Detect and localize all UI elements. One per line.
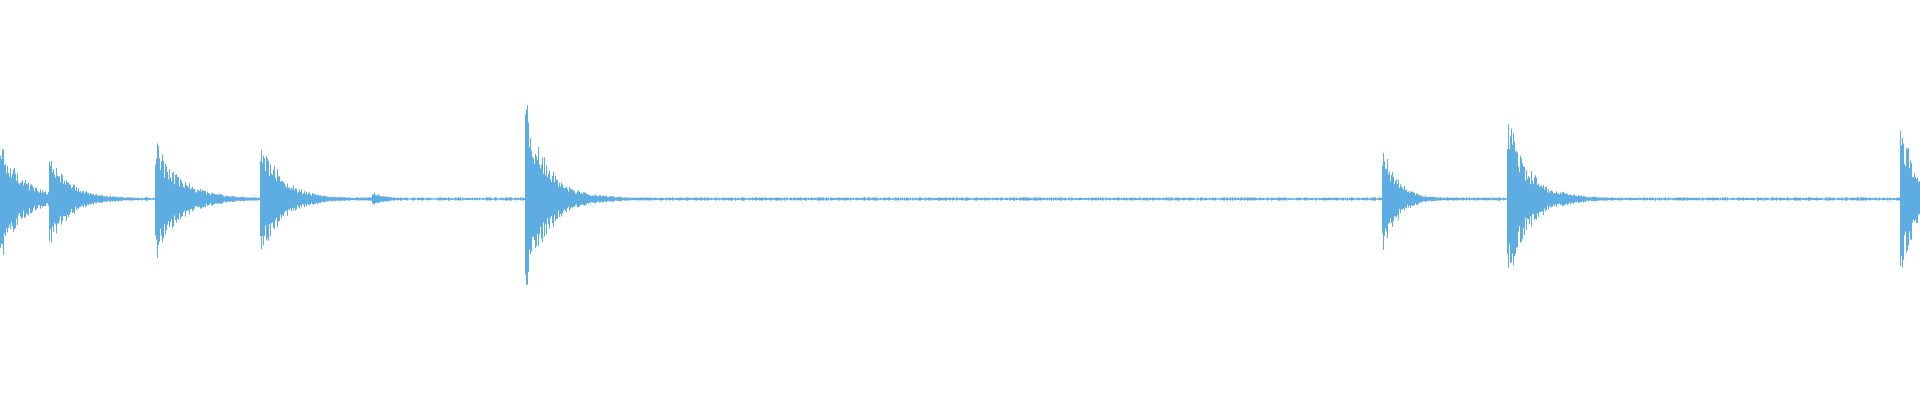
waveform-samples: [0, 105, 1920, 285]
